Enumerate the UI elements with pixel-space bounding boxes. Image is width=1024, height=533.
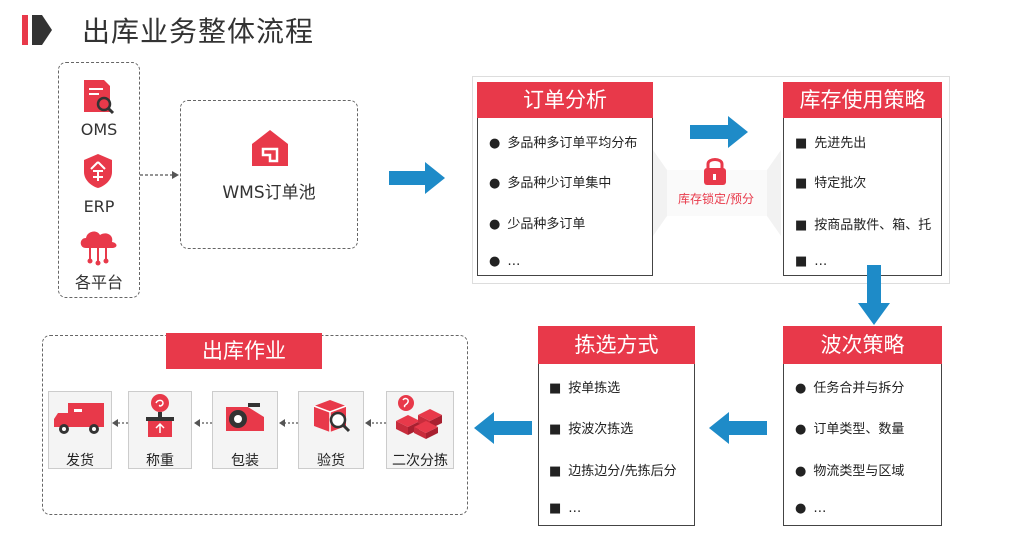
list-item: ●物流类型与区域 [795, 464, 905, 479]
order-analysis-header: 订单分析 [477, 82, 653, 118]
list-item: ■按商品散件、箱、托 [795, 218, 932, 233]
flow-arrow-left [709, 412, 767, 444]
source-erp-label: ERP [83, 197, 115, 216]
connector-arrow [279, 419, 298, 427]
lock-connector-band [653, 150, 781, 236]
enterprise-shield-icon [84, 154, 112, 188]
list-item: ●少品种多订单 [489, 217, 586, 232]
list-item: ■按波次拣选 [549, 422, 634, 437]
list-item: ●… [795, 501, 827, 516]
analysis-strategy-panel [472, 76, 950, 284]
connector-arrow [194, 419, 212, 427]
page-title: 出库业务整体流程 [82, 15, 315, 48]
picking-method-header: 拣选方式 [538, 326, 695, 364]
outbound-header: 出库作业 [166, 333, 322, 369]
connector-arrow [112, 419, 128, 427]
cloud-network-icon [80, 231, 117, 266]
source-platforms-label: 各平台 [74, 273, 123, 292]
op-label: 验货 [317, 453, 345, 469]
warehouse-icon [252, 130, 288, 166]
connector-arrow [140, 171, 179, 179]
wave-strategy-header: 波次策略 [783, 326, 942, 364]
wms-pool-box [180, 100, 358, 249]
weighing-scale-icon [146, 394, 174, 437]
list-item: ●多品种多订单平均分布 [489, 136, 638, 151]
flow-arrow-left [474, 412, 532, 444]
document-search-icon [84, 80, 115, 115]
lock-icon [704, 158, 726, 185]
op-label: 称重 [146, 453, 174, 469]
op-label: 包装 [231, 453, 259, 469]
connector-arrow [365, 419, 386, 427]
list-item: ●多品种少订单集中 [489, 176, 612, 191]
list-item: ●… [489, 254, 521, 269]
sorting-boxes-icon [396, 395, 442, 439]
delivery-truck-icon [54, 403, 104, 434]
list-item: ■按单拣选 [549, 381, 621, 396]
wms-pool-label: WMS订单池 [222, 183, 316, 203]
flow-arrow-down [858, 265, 890, 325]
title-marker-icon [22, 15, 52, 45]
packing-tape-icon [226, 403, 264, 431]
flow-arrow-right [389, 162, 445, 194]
list-item: ■… [549, 501, 582, 516]
list-item: ■先进先出 [795, 136, 867, 151]
flow-arrow-right [690, 116, 748, 148]
list-item: ■特定批次 [795, 176, 867, 191]
op-label: 发货 [66, 453, 94, 469]
list-item: ●任务合并与拆分 [795, 381, 905, 396]
op-label: 二次分拣 [392, 453, 448, 469]
list-item: ■边拣边分/先拣后分 [549, 464, 677, 479]
list-item: ●订单类型、数量 [795, 422, 905, 437]
source-oms-label: OMS [80, 120, 118, 139]
inspection-box-icon [313, 400, 351, 433]
inventory-strategy-header: 库存使用策略 [783, 82, 942, 118]
list-item: ■… [795, 254, 828, 269]
source-systems-box [58, 62, 140, 298]
lock-label: 库存锁定/预分 [677, 192, 755, 206]
